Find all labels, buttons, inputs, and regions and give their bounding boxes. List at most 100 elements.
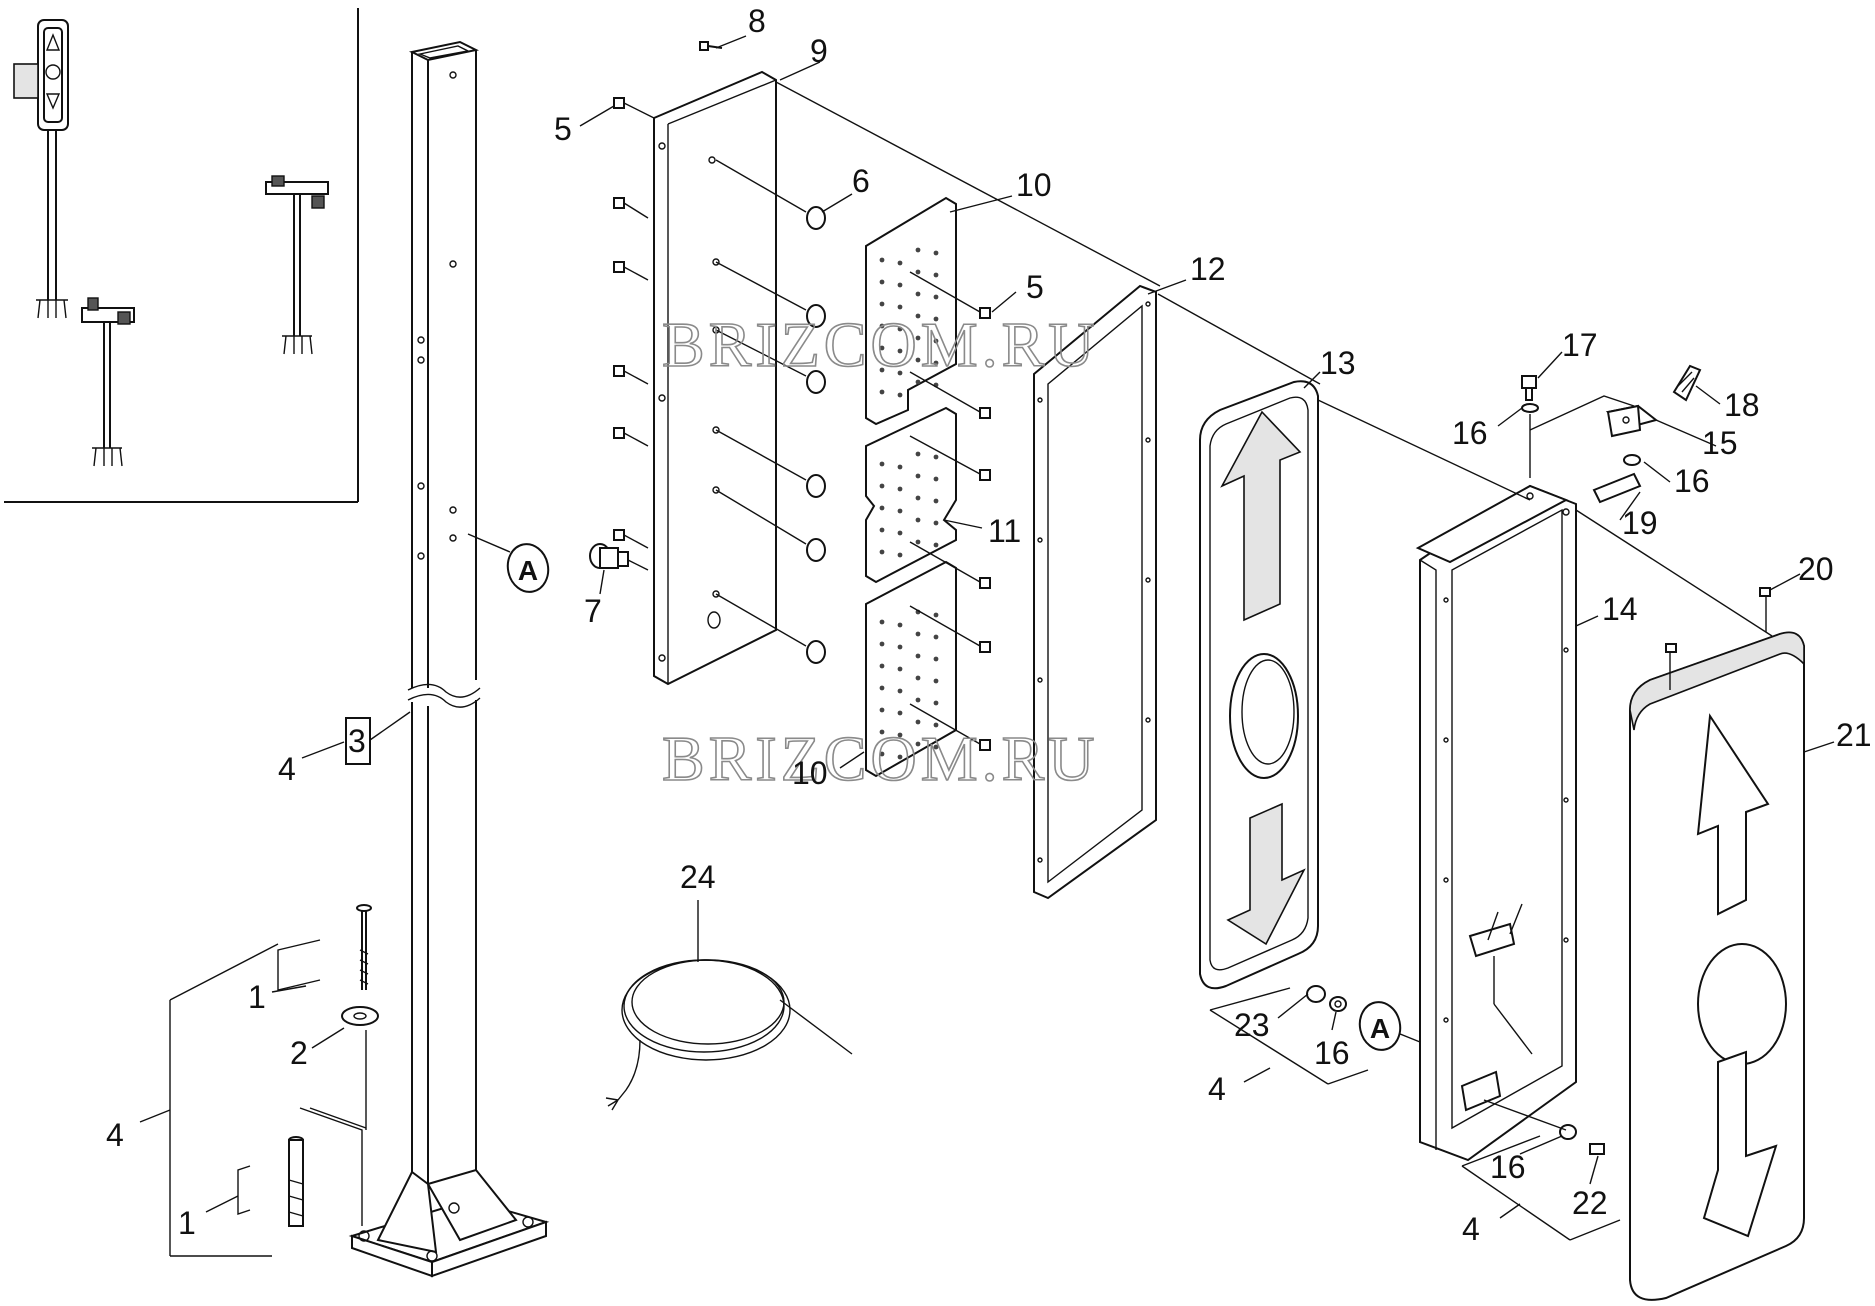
front-cover xyxy=(1629,631,1805,1301)
led-dot xyxy=(897,622,903,628)
led-dot xyxy=(915,379,921,385)
led-dot xyxy=(897,508,903,514)
inset-t-stand xyxy=(265,175,329,355)
callout-labels: 8 9 5 6 10 5 12 11 7 10 13 17 18 16 15 1… xyxy=(106,3,1872,1247)
cable-gland xyxy=(589,543,649,571)
led-dot xyxy=(933,612,939,618)
spacers xyxy=(715,159,826,664)
inset-sign-assembly xyxy=(13,19,69,319)
led-dot xyxy=(933,656,939,662)
callout-16: 16 xyxy=(1674,463,1710,499)
pole-post xyxy=(348,40,550,1278)
led-dot xyxy=(879,751,885,757)
callout-1: 1 xyxy=(248,979,266,1015)
board-screws xyxy=(909,271,991,751)
callout-14: 14 xyxy=(1602,591,1638,627)
callout-16: 16 xyxy=(1452,415,1488,451)
led-dot xyxy=(897,392,903,398)
led-dot xyxy=(879,641,885,647)
led-dot xyxy=(879,301,885,307)
led-dot xyxy=(879,663,885,669)
callout-18: 18 xyxy=(1724,387,1760,423)
led-dot xyxy=(879,461,885,467)
back-plate xyxy=(653,70,777,686)
callout-23: 23 xyxy=(1234,1007,1270,1043)
led-dot xyxy=(897,326,903,332)
callout-4: 4 xyxy=(106,1117,124,1153)
led-dot xyxy=(897,260,903,266)
led-dot xyxy=(879,323,885,329)
callout-21: 21 xyxy=(1836,717,1872,753)
led-dot xyxy=(933,338,939,344)
overview-inset xyxy=(4,8,359,503)
led-dot xyxy=(915,653,921,659)
led-dot xyxy=(933,744,939,750)
led-dot xyxy=(879,257,885,263)
led-dot xyxy=(879,527,885,533)
callout-5: 5 xyxy=(1026,269,1044,305)
callout-24: 24 xyxy=(680,859,716,895)
connector-mark-label: A xyxy=(518,555,538,586)
led-board-upper xyxy=(865,196,957,426)
led-dot xyxy=(915,697,921,703)
led-dot xyxy=(897,552,903,558)
led-dot xyxy=(933,722,939,728)
led-dot xyxy=(915,517,921,523)
led-dot xyxy=(933,542,939,548)
led-board-middle xyxy=(865,406,957,584)
led-dot xyxy=(879,549,885,555)
cable xyxy=(605,959,853,1111)
callout-1: 1 xyxy=(178,1205,196,1241)
led-dot xyxy=(897,530,903,536)
led-dot xyxy=(879,729,885,735)
led-dot xyxy=(897,710,903,716)
led-dot xyxy=(897,688,903,694)
led-dot xyxy=(897,486,903,492)
callout-19: 19 xyxy=(1622,505,1658,541)
led-dot xyxy=(897,464,903,470)
connector-mark-a-pole: A xyxy=(506,543,550,593)
led-dot xyxy=(915,539,921,545)
callout-5: 5 xyxy=(554,111,572,147)
callout-4: 4 xyxy=(278,751,296,787)
callout-16: 16 xyxy=(1314,1035,1350,1071)
led-dot xyxy=(933,700,939,706)
callout-6: 6 xyxy=(852,163,870,199)
callout-9: 9 xyxy=(810,33,828,69)
callout-20: 20 xyxy=(1798,551,1834,587)
led-dot xyxy=(915,741,921,747)
led-dot xyxy=(879,685,885,691)
callout-22: 22 xyxy=(1572,1185,1608,1221)
led-dot xyxy=(915,675,921,681)
led-dot xyxy=(879,345,885,351)
anchor-screw xyxy=(277,904,372,991)
callout-8: 8 xyxy=(748,3,766,39)
washer xyxy=(341,1006,379,1130)
callout-2: 2 xyxy=(290,1035,308,1071)
led-dot xyxy=(933,476,939,482)
led-dot xyxy=(933,294,939,300)
part-3-tag-box xyxy=(345,717,371,765)
callout-15: 15 xyxy=(1702,425,1738,461)
led-dot xyxy=(933,272,939,278)
callout-leaders xyxy=(139,35,1835,1219)
led-dot xyxy=(933,316,939,322)
housing-frame xyxy=(1415,484,1577,1162)
led-dot xyxy=(933,250,939,256)
callout-7: 7 xyxy=(584,593,602,629)
arrow-lens xyxy=(1199,380,1319,990)
callout-11: 11 xyxy=(988,513,1021,549)
led-dot xyxy=(879,279,885,285)
led-dot xyxy=(879,619,885,625)
led-dots xyxy=(879,247,939,760)
led-dot xyxy=(897,282,903,288)
assembly-lines xyxy=(467,81,1773,1241)
led-dot xyxy=(915,269,921,275)
callout-4: 4 xyxy=(1462,1211,1480,1247)
callout-3: 3 xyxy=(348,723,366,759)
watermark: BRIZCOM.RU xyxy=(662,723,1099,794)
callout-12: 12 xyxy=(1190,251,1226,287)
gasket-frame xyxy=(1033,284,1157,900)
led-dot xyxy=(897,732,903,738)
